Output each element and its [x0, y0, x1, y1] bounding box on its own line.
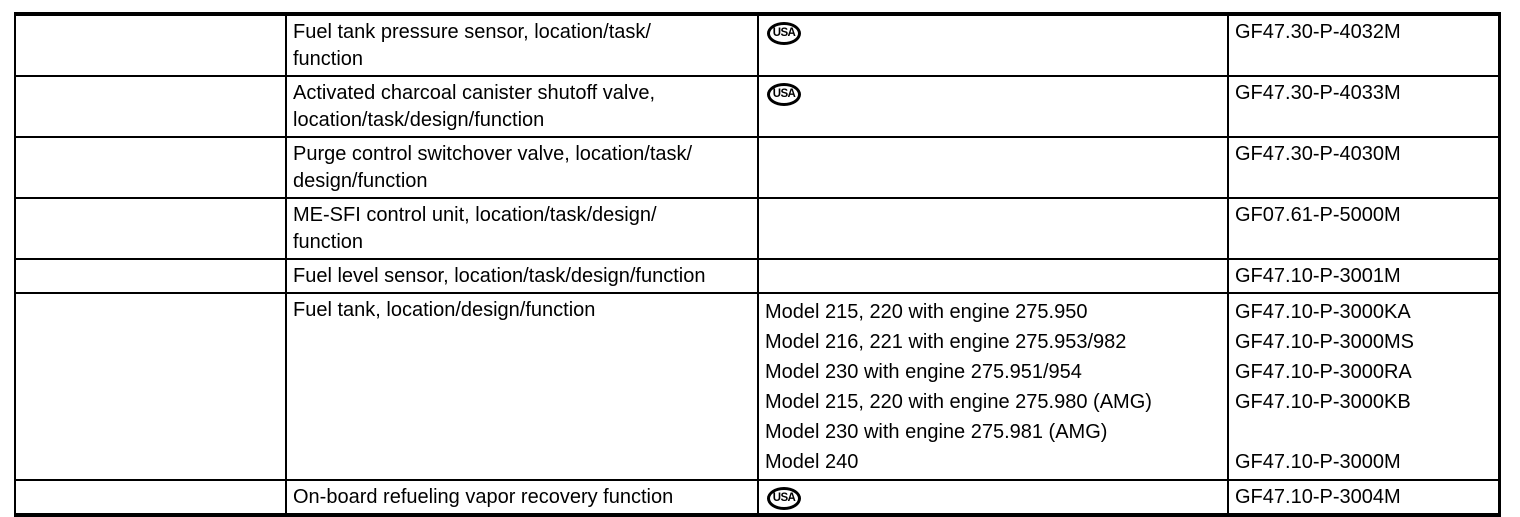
model-variant-text: Model 215, 220 with engine 275.980 (AMG)	[765, 391, 1152, 413]
description-text: ME-SFI control unit, location/task/desig…	[293, 204, 657, 226]
doc-number: GF47.10-P-3000RA	[1235, 361, 1412, 383]
doc-number-cell: GF47.10-P-3001M	[1227, 258, 1500, 294]
table-row: ME-SFI control unit, location/task/desig…	[14, 197, 1500, 260]
empty-cell	[14, 479, 287, 516]
model-variant-text: Model 240	[765, 451, 859, 473]
doc-number-cell: GF07.61-P-5000M	[1227, 197, 1500, 260]
doc-number-cell: GF47.30-P-4030M	[1227, 136, 1500, 199]
description-text: function	[293, 48, 364, 70]
doc-number: GF47.10-P-3000M	[1235, 451, 1401, 473]
model-cell: Model 215, 220 with engine 275.950 Model…	[757, 292, 1229, 481]
doc-number: GF47.10-P-3000KB	[1235, 391, 1411, 413]
function-document-table: Fuel tank pressure sensor, location/task…	[14, 12, 1501, 517]
model-cell: USA	[757, 479, 1229, 516]
usa-stamp-icon: USA	[767, 487, 801, 511]
table-row: Fuel tank, location/design/function Mode…	[14, 292, 1500, 481]
doc-number: GF47.10-P-3000MS	[1235, 331, 1414, 353]
doc-number-cell: GF47.10-P-3004M	[1227, 479, 1500, 516]
table-row: Purge control switchover valve, location…	[14, 136, 1500, 199]
empty-cell	[14, 258, 287, 294]
description-cell: On-board refueling vapor recovery functi…	[285, 479, 759, 516]
doc-number-cell: GF47.30-P-4033M	[1227, 75, 1500, 138]
model-variant-text: Model 215, 220 with engine 275.950	[765, 301, 1088, 323]
model-variant-text: Model 230 with engine 275.951/954	[765, 361, 1082, 383]
doc-number: GF47.10-P-3000KA	[1235, 301, 1411, 323]
doc-number: GF47.30-P-4030M	[1235, 143, 1401, 165]
model-cell	[757, 197, 1229, 260]
doc-number: GF47.10-P-3004M	[1235, 486, 1401, 508]
empty-cell	[14, 197, 287, 260]
usa-stamp-label: USA	[772, 26, 796, 40]
empty-cell	[14, 13, 287, 77]
model-cell	[757, 258, 1229, 294]
model-cell	[757, 136, 1229, 199]
usa-stamp-label: USA	[772, 87, 796, 101]
table-row: On-board refueling vapor recovery functi…	[14, 479, 1500, 516]
model-variant-text: Model 230 with engine 275.981 (AMG)	[765, 421, 1108, 443]
doc-number-cell: GF47.30-P-4032M	[1227, 13, 1500, 77]
model-variant-text: Model 216, 221 with engine 275.953/982	[765, 331, 1127, 353]
usa-stamp-label: USA	[772, 491, 796, 505]
description-cell: Activated charcoal canister shutoff valv…	[285, 75, 759, 138]
table-row: Fuel tank pressure sensor, location/task…	[14, 13, 1500, 77]
description-cell: Purge control switchover valve, location…	[285, 136, 759, 199]
doc-number: GF07.61-P-5000M	[1235, 204, 1401, 226]
table-row: Fuel level sensor, location/task/design/…	[14, 258, 1500, 294]
doc-number: GF47.30-P-4032M	[1235, 21, 1401, 43]
description-text: Fuel tank, location/design/function	[293, 299, 596, 321]
model-cell: USA	[757, 13, 1229, 77]
description-cell: Fuel level sensor, location/task/design/…	[285, 258, 759, 294]
table-row: Activated charcoal canister shutoff valv…	[14, 75, 1500, 138]
doc-number-blank	[1235, 417, 1492, 447]
description-text: Activated charcoal canister shutoff valv…	[293, 82, 656, 104]
document-page: Fuel tank pressure sensor, location/task…	[14, 12, 1501, 517]
description-text: On-board refueling vapor recovery functi…	[293, 486, 674, 508]
description-text: Fuel level sensor, location/task/design/…	[293, 265, 706, 287]
empty-cell	[14, 292, 287, 481]
description-cell: Fuel tank pressure sensor, location/task…	[285, 13, 759, 77]
usa-stamp-icon: USA	[767, 83, 801, 107]
description-cell: ME-SFI control unit, location/task/desig…	[285, 197, 759, 260]
description-text: design/function	[293, 170, 428, 192]
usa-stamp-icon: USA	[767, 22, 801, 46]
description-text: location/task/design/function	[293, 109, 545, 131]
doc-number: GF47.10-P-3001M	[1235, 265, 1401, 287]
model-cell: USA	[757, 75, 1229, 138]
description-text: Fuel tank pressure sensor, location/task…	[293, 21, 651, 43]
doc-number: GF47.30-P-4033M	[1235, 82, 1401, 104]
empty-cell	[14, 136, 287, 199]
description-text: Purge control switchover valve, location…	[293, 143, 693, 165]
doc-number-cell: GF47.10-P-3000KA GF47.10-P-3000MS GF47.1…	[1227, 292, 1500, 481]
empty-cell	[14, 75, 287, 138]
description-cell: Fuel tank, location/design/function	[285, 292, 759, 481]
description-text: function	[293, 231, 364, 253]
